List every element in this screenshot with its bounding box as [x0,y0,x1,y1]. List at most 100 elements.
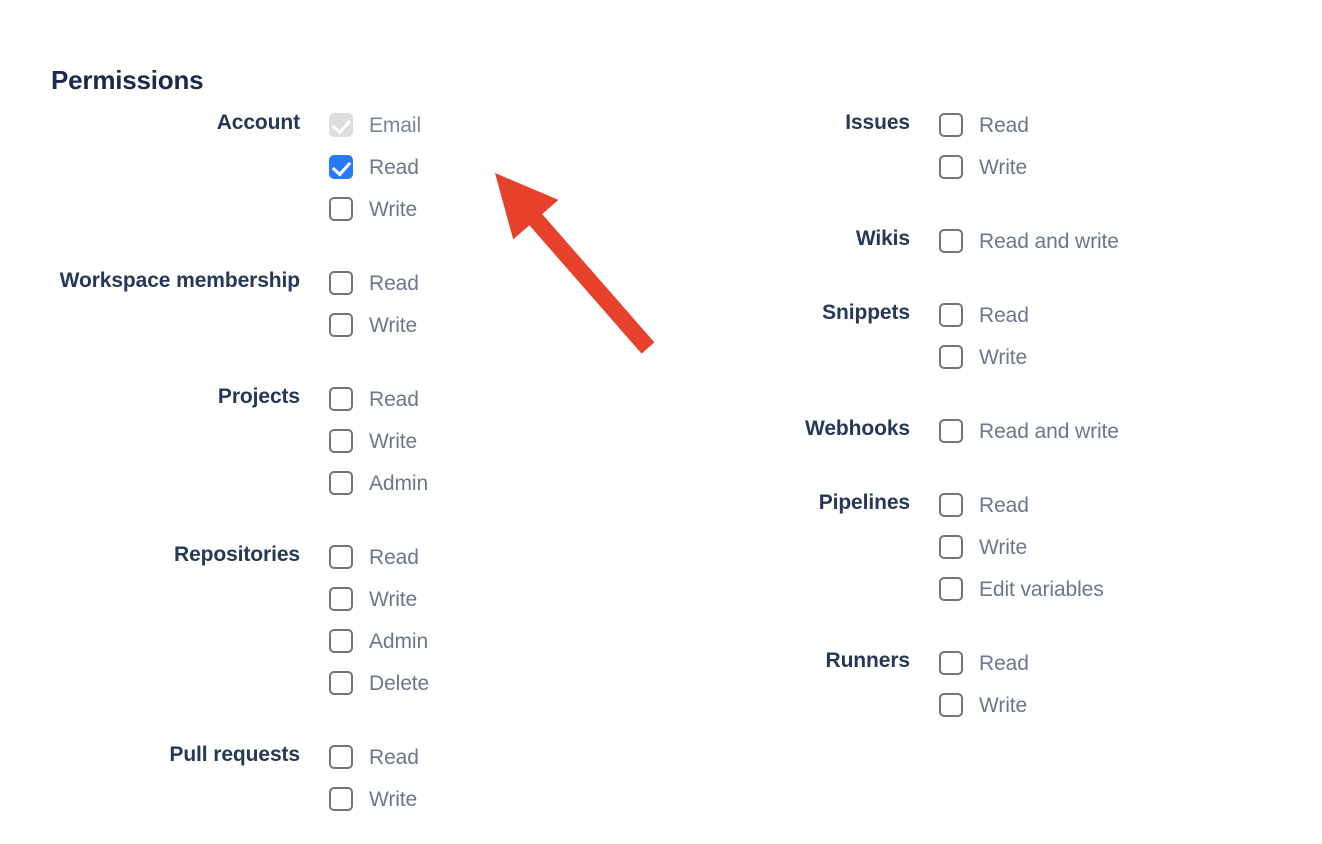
option-row-projects-write: Write [329,420,428,462]
option-label-projects-read[interactable]: Read [369,387,419,411]
checkbox-repositories-admin[interactable] [329,629,353,653]
option-label-pipelines-edit-variables[interactable]: Edit variables [979,577,1104,601]
option-row-repositories-read: Read [329,536,429,578]
checkbox-pull-requests-write[interactable] [329,787,353,811]
checkbox-runners-read[interactable] [939,651,963,675]
checkbox-account-read[interactable] [329,155,353,179]
option-list-webhooks: Read and write [939,410,1119,452]
checkbox-projects-write[interactable] [329,429,353,453]
group-label-repositories: Repositories [174,543,300,566]
option-row-account-write: Write [329,188,421,230]
option-row-pipelines-read: Read [939,484,1104,526]
option-row-wikis-read-and-write: Read and write [939,220,1119,262]
option-label-account-read[interactable]: Read [369,155,419,179]
checkbox-issues-read[interactable] [939,113,963,137]
group-label-issues: Issues [845,111,910,134]
option-label-repositories-admin[interactable]: Admin [369,629,429,653]
checkbox-pipelines-edit-variables[interactable] [939,577,963,601]
checkbox-projects-read[interactable] [329,387,353,411]
checkbox-runners-write[interactable] [939,693,963,717]
check-icon [331,156,352,177]
group-label-wikis: Wikis [855,227,910,250]
option-label-webhooks-read-and-write[interactable]: Read and write [979,419,1119,443]
checkbox-repositories-read[interactable] [329,545,353,569]
option-row-pull-requests-write: Write [329,778,419,820]
option-label-runners-write[interactable]: Write [979,693,1028,717]
group-label-pipelines: Pipelines [818,491,910,514]
option-row-pipelines-edit-variables: Edit variables [939,568,1104,610]
option-list-wikis: Read and write [939,220,1119,262]
checkbox-issues-write[interactable] [939,155,963,179]
option-label-repositories-write[interactable]: Write [369,587,418,611]
option-row-webhooks-read-and-write: Read and write [939,410,1119,452]
option-label-issues-read[interactable]: Read [979,113,1029,137]
option-label-repositories-read[interactable]: Read [369,545,419,569]
checkbox-snippets-read[interactable] [939,303,963,327]
checkbox-wikis-read-and-write[interactable] [939,229,963,253]
checkbox-pull-requests-read[interactable] [329,745,353,769]
option-row-pull-requests-read: Read [329,736,419,778]
option-label-projects-write[interactable]: Write [369,429,418,453]
option-label-repositories-delete[interactable]: Delete [369,671,430,695]
option-row-runners-write: Write [939,684,1029,726]
permission-group-wikis: Wikis Read and write [620,220,1119,262]
option-row-issues-read: Read [939,104,1029,146]
group-label-snippets: Snippets [822,301,910,324]
page-title: Permissions [51,65,204,96]
option-label-account-email: Email [369,113,422,137]
option-label-wikis-read-and-write[interactable]: Read and write [979,229,1119,253]
option-label-workspace-membership-write[interactable]: Write [369,313,418,337]
group-label-projects: Projects [217,385,300,408]
checkbox-repositories-write[interactable] [329,587,353,611]
option-row-workspace-membership-read: Read [329,262,419,304]
option-row-snippets-write: Write [939,336,1029,378]
checkbox-pipelines-read[interactable] [939,493,963,517]
option-row-repositories-delete: Delete [329,662,429,704]
checkbox-snippets-write[interactable] [939,345,963,369]
permission-group-webhooks: Webhooks Read and write [620,410,1119,452]
checkbox-workspace-membership-read[interactable] [329,271,353,295]
option-label-snippets-write[interactable]: Write [979,345,1028,369]
checkbox-account-write[interactable] [329,197,353,221]
option-label-account-write[interactable]: Write [369,197,418,221]
checkbox-repositories-delete[interactable] [329,671,353,695]
checkbox-pipelines-write[interactable] [939,535,963,559]
checkbox-workspace-membership-write[interactable] [329,313,353,337]
option-label-pull-requests-read[interactable]: Read [369,745,419,769]
checkbox-projects-admin[interactable] [329,471,353,495]
option-row-repositories-admin: Admin [329,620,429,662]
option-label-issues-write[interactable]: Write [979,155,1028,179]
option-label-pipelines-write[interactable]: Write [979,535,1028,559]
option-row-account-read: Read [329,146,421,188]
group-label-runners: Runners [825,649,911,672]
option-label-snippets-read[interactable]: Read [979,303,1029,327]
option-label-pull-requests-write[interactable]: Write [369,787,418,811]
group-label-webhooks: Webhooks [805,417,910,440]
option-label-pipelines-read[interactable]: Read [979,493,1029,517]
checkbox-webhooks-read-and-write[interactable] [939,419,963,443]
option-label-runners-read[interactable]: Read [979,651,1029,675]
option-row-account-email: Email [329,104,421,146]
option-row-repositories-write: Write [329,578,429,620]
option-label-workspace-membership-read[interactable]: Read [369,271,419,295]
option-row-projects-read: Read [329,378,428,420]
option-label-projects-admin[interactable]: Admin [369,471,429,495]
check-icon [331,114,352,135]
option-row-snippets-read: Read [939,294,1029,336]
group-label-account: Account [216,111,300,134]
option-row-projects-admin: Admin [329,462,428,504]
